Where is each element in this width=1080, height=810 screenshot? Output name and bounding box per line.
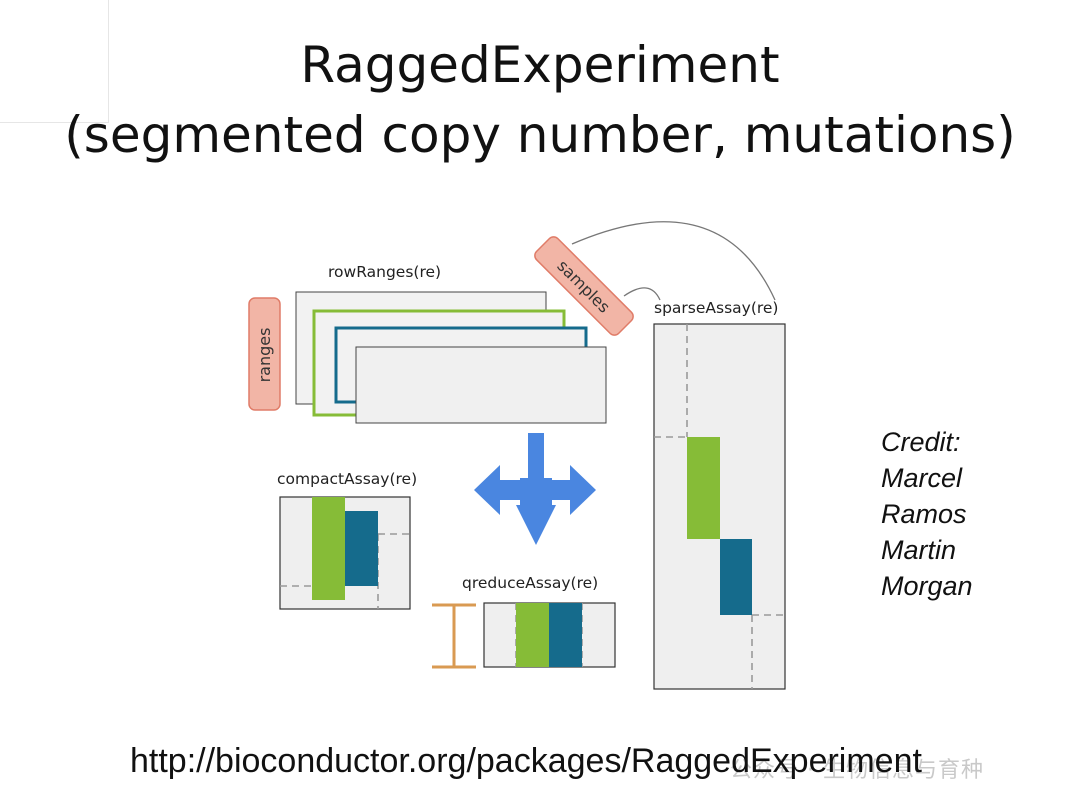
qreduce-blue-bar bbox=[549, 603, 582, 667]
credit-line: Credit: bbox=[881, 427, 961, 457]
credit-line: Ramos bbox=[881, 499, 967, 529]
compact-assay-label: compactAssay(re) bbox=[277, 470, 417, 488]
slide-subtitle: (segmented copy number, mutations) bbox=[64, 106, 1016, 164]
qreduce-green-bar bbox=[516, 603, 549, 667]
corner-box bbox=[0, 0, 109, 123]
ranges-tag-label: ranges bbox=[255, 328, 274, 383]
bracket-icon bbox=[432, 603, 476, 669]
credit-block: Credit: Marcel Ramos Martin Morgan bbox=[881, 424, 973, 604]
rowranges-label: rowRanges(re) bbox=[328, 263, 441, 281]
samples-connector-arc-small bbox=[623, 287, 661, 301]
credit-line: Morgan bbox=[881, 571, 973, 601]
watermark: 公众号 · 生物信息与育种 bbox=[730, 758, 984, 783]
credit-line: Martin bbox=[881, 535, 957, 565]
samples-connector-arc bbox=[571, 221, 776, 301]
samples-tag bbox=[534, 236, 634, 336]
range-card-4 bbox=[355, 346, 607, 424]
sparse-green-bar bbox=[687, 437, 720, 539]
slide-title: RaggedExperiment bbox=[300, 36, 780, 94]
sparse-blue-bar bbox=[720, 539, 752, 615]
four-way-arrow-icon bbox=[474, 433, 596, 545]
package-url-link[interactable]: http://bioconductor.org/packages/RaggedE… bbox=[130, 742, 922, 780]
qreduce-assay-label: qreduceAssay(re) bbox=[462, 574, 598, 592]
ranges-tag bbox=[248, 297, 281, 411]
sparse-assay-label: sparseAssay(re) bbox=[654, 299, 778, 317]
credit-line: Marcel bbox=[881, 463, 963, 493]
compact-green-bar bbox=[312, 497, 345, 600]
compact-blue-bar bbox=[345, 511, 378, 586]
